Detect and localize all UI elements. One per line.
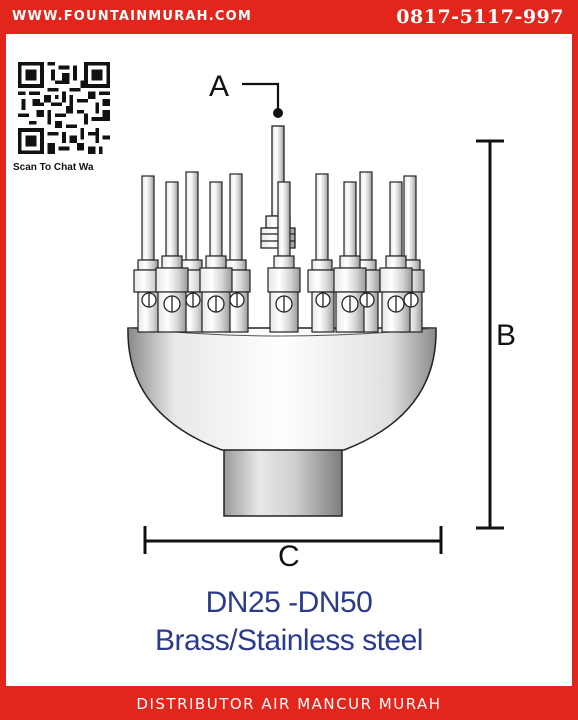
dimension-a-leader — [242, 82, 280, 111]
dimension-a-label: A — [209, 70, 230, 103]
bottom-banner: DISTRIBUTOR AIR MANCUR MURAH — [0, 686, 578, 720]
product-panel: Scan To Chat Wa — [6, 34, 572, 686]
dimension-b-line — [476, 139, 504, 530]
tagline: DISTRIBUTOR AIR MANCUR MURAH — [136, 695, 442, 713]
dimension-c-line — [143, 526, 443, 554]
phone-number[interactable]: 0817-5117-997 — [396, 6, 564, 28]
front-row-nozzles — [155, 181, 413, 333]
fountain-nozzle-diagram — [127, 82, 504, 554]
qr-code-icon[interactable] — [18, 62, 110, 154]
size-spec: DN25 -DN50 — [205, 586, 373, 619]
dimension-a-dot — [273, 108, 283, 118]
inlet-pipe — [223, 447, 343, 517]
dimension-c-label: C — [278, 540, 300, 573]
adjustment-screws — [141, 292, 419, 313]
dome-body — [127, 327, 437, 451]
dimension-b-label: B — [496, 319, 517, 352]
top-banner: WWW.FOUNTAINMURAH.COM 0817-5117-997 — [0, 0, 578, 34]
qr-caption: Scan To Chat Wa — [13, 162, 94, 173]
website-url[interactable]: WWW.FOUNTAINMURAH.COM — [12, 9, 253, 24]
material-spec: Brass/Stainless steel — [155, 624, 423, 657]
